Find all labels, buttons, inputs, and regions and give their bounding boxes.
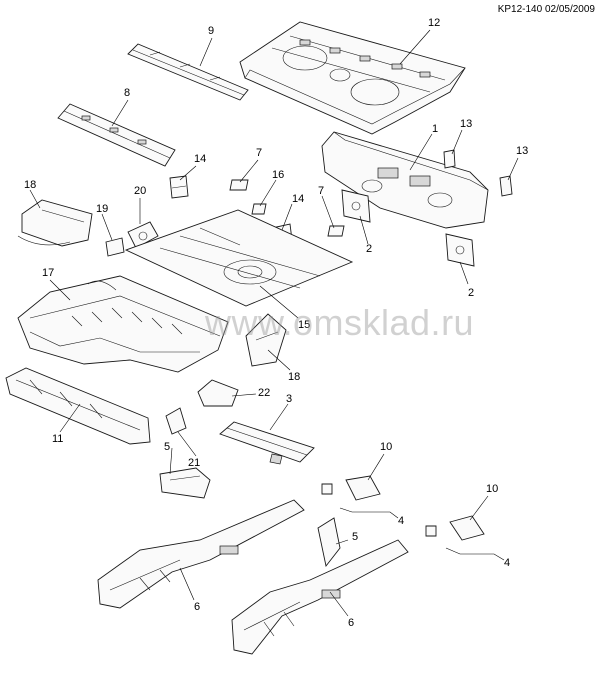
part-13-brackets bbox=[443, 149, 513, 197]
part-10-bracket-a bbox=[321, 475, 381, 501]
callout-15: 15 bbox=[298, 319, 311, 331]
callout-4: 4 bbox=[398, 515, 405, 527]
part-10-bracket-b bbox=[425, 515, 485, 541]
callout-22: 22 bbox=[258, 387, 271, 399]
part-14-bracket-a bbox=[169, 175, 189, 199]
part-8-crossmember bbox=[57, 103, 176, 167]
callout-13: 13 bbox=[516, 145, 529, 157]
callout-4: 4 bbox=[504, 557, 511, 569]
part-20-bracket bbox=[127, 221, 159, 249]
callout-6: 6 bbox=[194, 601, 201, 613]
callout-10: 10 bbox=[486, 483, 499, 495]
callout-2: 2 bbox=[468, 287, 475, 299]
callout-21: 21 bbox=[188, 457, 201, 469]
callout-6: 6 bbox=[348, 617, 355, 629]
part-18-box-left bbox=[17, 199, 93, 247]
part-19-bracket bbox=[105, 237, 125, 257]
callout-12: 12 bbox=[428, 17, 441, 29]
part-17-floor-pan bbox=[17, 275, 229, 373]
watermark: www.omsklad.ru bbox=[205, 302, 475, 343]
part-6-frame-rail-right bbox=[231, 539, 409, 655]
callout-2: 2 bbox=[366, 243, 373, 255]
part-22-plate bbox=[197, 379, 239, 407]
callout-7: 7 bbox=[256, 147, 263, 159]
callout-14: 14 bbox=[194, 153, 207, 165]
part-1-rear-end-panel bbox=[321, 131, 489, 229]
callout-11: 11 bbox=[52, 433, 64, 445]
callout-20: 20 bbox=[134, 185, 147, 197]
callout-3: 3 bbox=[286, 393, 293, 405]
part-18-bracket-right bbox=[245, 313, 287, 367]
part-6-frame-rail-left bbox=[97, 499, 305, 609]
callout-14: 14 bbox=[292, 193, 305, 205]
callout-5: 5 bbox=[352, 531, 359, 543]
callout-1: 1 bbox=[432, 123, 439, 135]
part-7-clip-a bbox=[229, 179, 249, 191]
leader-lines bbox=[29, 29, 519, 617]
part-5-gusset-a bbox=[159, 467, 211, 499]
callout-17: 17 bbox=[42, 267, 55, 279]
callout-8: 8 bbox=[124, 87, 131, 99]
callout-16: 16 bbox=[272, 169, 285, 181]
callout-18: 18 bbox=[288, 371, 301, 383]
part-11-side-rail bbox=[5, 367, 151, 445]
part-21-bracket bbox=[165, 407, 187, 435]
part-12-parcel-shelf bbox=[239, 21, 466, 135]
part-5-gusset-b bbox=[317, 517, 341, 568]
callout-5: 5 bbox=[164, 441, 171, 453]
part-7-clip-b bbox=[327, 225, 345, 237]
callout-9: 9 bbox=[208, 25, 215, 37]
callout-7: 7 bbox=[318, 185, 325, 197]
callout-10: 10 bbox=[380, 441, 393, 453]
part-16-clip bbox=[251, 203, 267, 215]
callout-18: 18 bbox=[24, 179, 37, 191]
part-9-shelf-rail bbox=[127, 43, 249, 101]
callout-13: 13 bbox=[460, 118, 473, 130]
drawing-code: KP12-140 02/05/2009 bbox=[497, 4, 595, 15]
part-2-reinforcements bbox=[341, 189, 475, 267]
part-3-crossmember bbox=[219, 421, 315, 465]
callout-19: 19 bbox=[96, 203, 109, 215]
part-15-rear-floor bbox=[124, 209, 354, 307]
